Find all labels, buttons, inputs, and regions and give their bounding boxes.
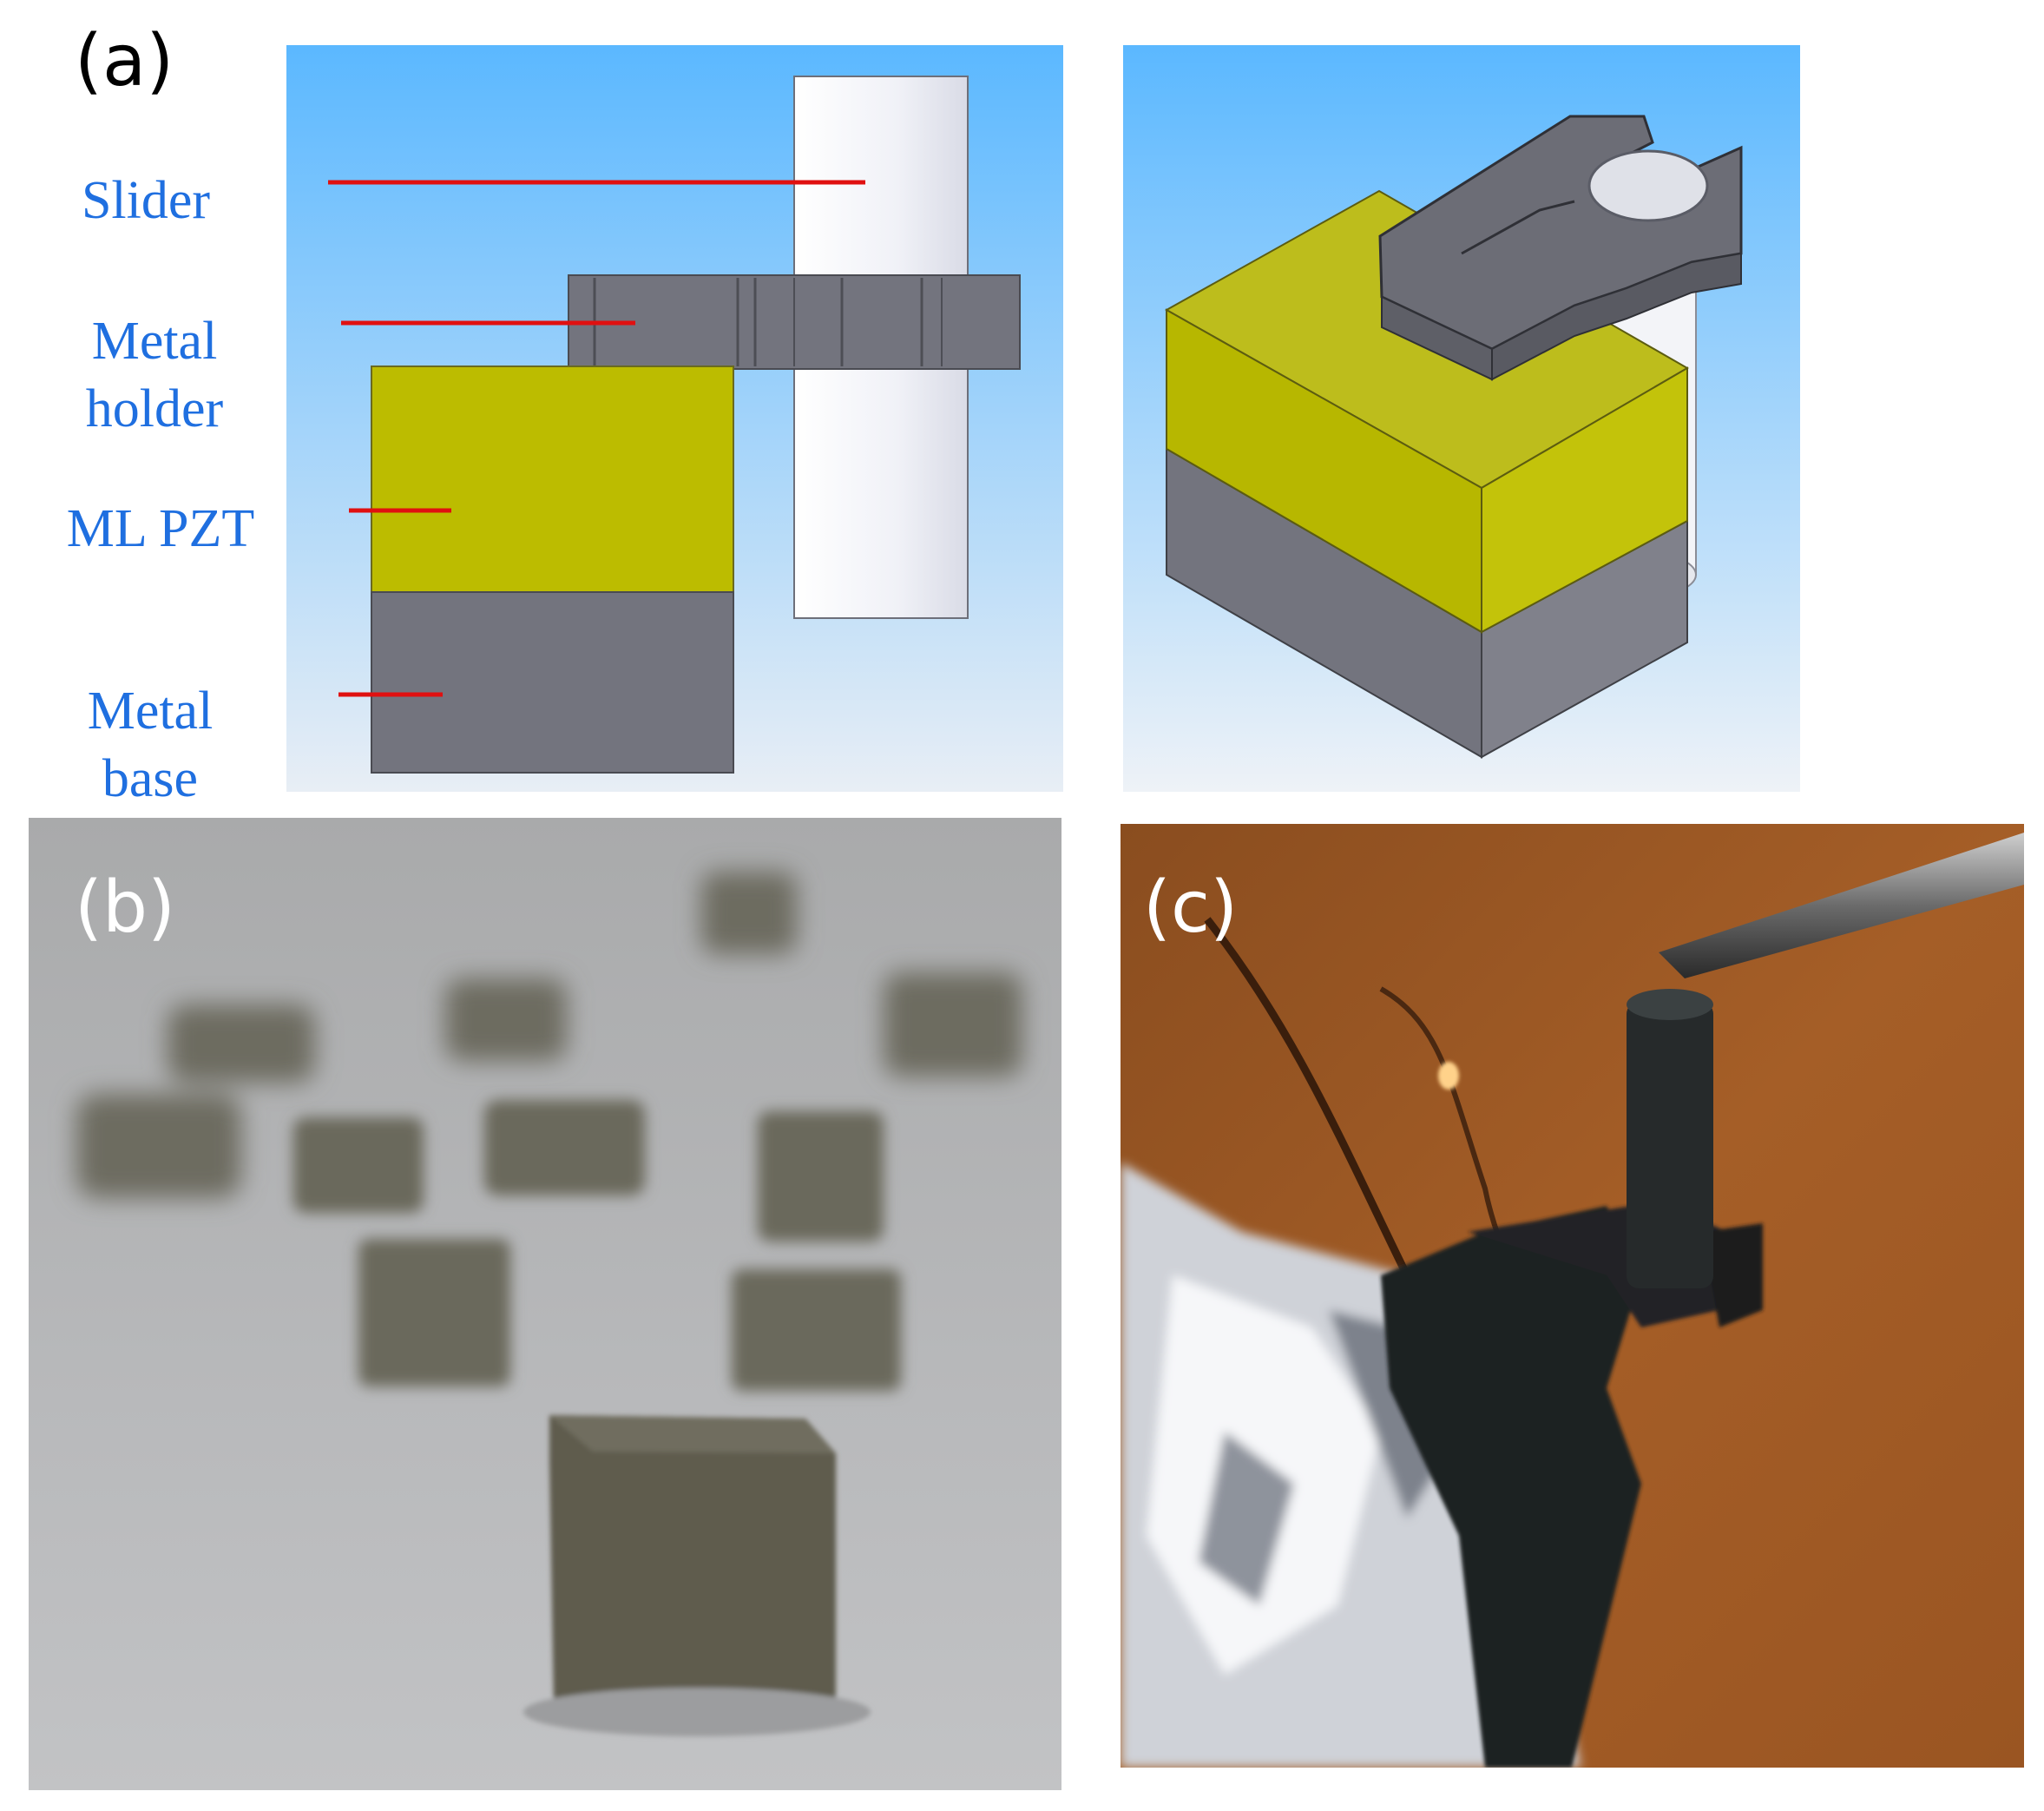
- ml-pzt-label: ML PZT: [66, 499, 255, 558]
- pzt-cube: [445, 978, 567, 1061]
- slider-label: Slider: [81, 171, 211, 230]
- actuator-block: [1381, 1206, 1641, 1768]
- pzt-cube: [293, 1117, 424, 1213]
- assembled-actuator-drawing: [1121, 824, 2024, 1768]
- pzt-cube-foreground: [549, 1415, 836, 1708]
- pzt-cube: [884, 972, 1022, 1077]
- assembled-actuator-photo: [1121, 824, 2024, 1768]
- metal-holder-label: Metal holder: [85, 312, 224, 438]
- pzt-cube: [484, 1100, 645, 1195]
- solder-glint: [1438, 1062, 1459, 1090]
- panel-label-c: (c): [1143, 866, 1239, 949]
- pzt-cube: [701, 872, 797, 954]
- pzt-cubes-drawing: [29, 818, 1061, 1790]
- metal-base-block: [371, 591, 734, 774]
- pzt-cube: [168, 1004, 315, 1083]
- isometric-drawing: [1123, 45, 1800, 792]
- side-view-drawing: [286, 45, 1063, 792]
- pzt-cube: [358, 1239, 510, 1386]
- panel-label-a: (a): [75, 20, 174, 102]
- iso-slider-top: [1587, 149, 1709, 222]
- panel-label-b: (b): [75, 866, 176, 949]
- pzt-cube: [732, 1269, 901, 1391]
- metal-base-label: Metal base: [87, 682, 214, 808]
- slider-rod: [1627, 1002, 1713, 1288]
- schematic-isometric-view: [1123, 45, 1800, 792]
- pzt-cube: [758, 1111, 884, 1241]
- schematic-side-view: [286, 45, 1063, 792]
- needle-tip: [1659, 833, 2024, 978]
- pzt-cubes-photo: [29, 818, 1061, 1790]
- pzt-cube: [76, 1094, 241, 1198]
- iso-pzt-side: [1481, 366, 1688, 634]
